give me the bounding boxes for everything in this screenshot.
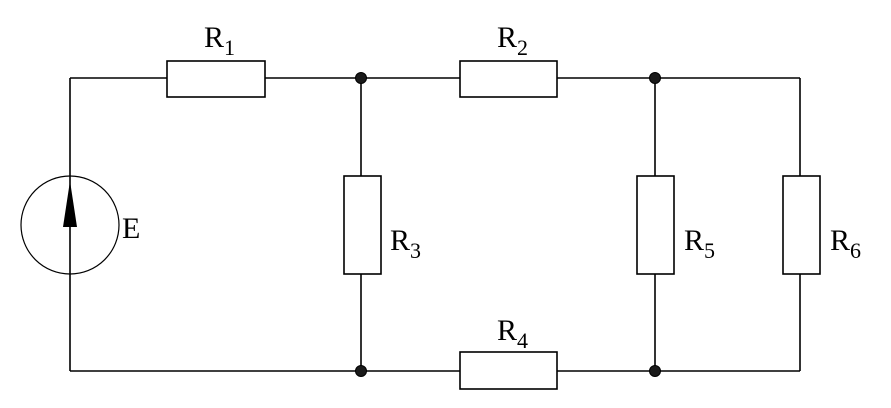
label-r3: R3 <box>390 224 421 263</box>
junction-node-top-left <box>355 72 367 84</box>
resistor-r1 <box>166 60 266 98</box>
label-r2: R2 <box>497 21 528 60</box>
resistor-r6 <box>782 175 821 275</box>
wires <box>69 77 801 372</box>
resistor-r2 <box>459 60 558 98</box>
arrow-up-icon <box>63 181 77 227</box>
resistor-r3 <box>343 175 382 275</box>
junction-node-bottom-left <box>355 365 367 377</box>
voltage-source <box>20 175 120 275</box>
junction-node-top-right <box>649 72 661 84</box>
label-r6: R6 <box>830 224 861 263</box>
label-e: E <box>122 212 140 245</box>
label-r1: R1 <box>204 21 235 60</box>
resistor-r5 <box>636 175 675 275</box>
label-r5: R5 <box>684 224 715 263</box>
label-r4: R4 <box>497 314 528 353</box>
resistor-r4 <box>459 351 558 390</box>
junction-node-bottom-right <box>649 365 661 377</box>
